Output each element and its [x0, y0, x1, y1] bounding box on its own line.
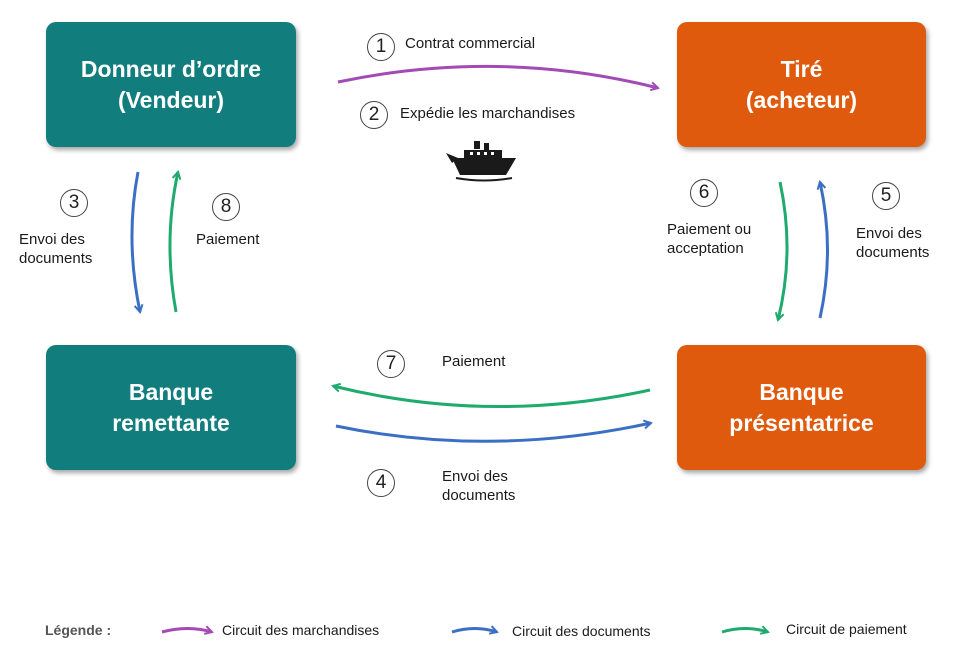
node-remitting-bank-line2: remettante [112, 409, 230, 436]
node-buyer-line2: (acheteur) [745, 86, 858, 113]
step-2-label: Expédie les marchandises [400, 105, 576, 122]
step-6-label-line1: Paiement ou [667, 221, 752, 238]
legend-goods-label: Circuit des marchandises [222, 622, 380, 638]
arrow-payment-to-presenting-bank [778, 181, 789, 320]
arrow-documents-to-remitting-bank [130, 171, 140, 312]
node-seller-line1: Donneur d’ordre [80, 55, 262, 82]
legend-documents-arrow [451, 629, 497, 633]
node-presenting-bank-line2: présentatrice [729, 409, 874, 436]
arrow-payment-to-seller [168, 172, 178, 313]
node-buyer: Tiré (acheteur) [677, 22, 926, 147]
legend-documents-label: Circuit des documents [512, 623, 651, 639]
step-6-label-line2: acceptation [667, 240, 744, 257]
step-1-number: 1 [367, 33, 395, 61]
legend-payment-label: Circuit de paiement [786, 621, 907, 637]
step-3-label-line1: Envoi des [19, 231, 85, 248]
step-3-number: 3 [60, 189, 88, 217]
step-8-number: 8 [212, 193, 240, 221]
step-5-label-line2: documents [856, 244, 930, 261]
step-6-number: 6 [690, 179, 718, 207]
step-2-number: 2 [360, 101, 388, 129]
step-7-label: Paiement [442, 353, 506, 370]
step-4-label-line2: documents [442, 487, 516, 504]
node-remitting-bank: Banque remettante [46, 345, 296, 470]
legend-title: Légende : [45, 622, 112, 638]
step-8-label: Paiement [196, 231, 260, 248]
step-5-number: 5 [872, 182, 900, 210]
arrow-contract [337, 64, 658, 88]
arrow-documents-to-buyer [820, 182, 829, 319]
step-1-label: Contrat commercial [405, 35, 536, 52]
step-4-label-line1: Envoi des [442, 468, 508, 485]
arrow-documents-to-presenting-bank [335, 423, 651, 443]
step-4-number: 4 [367, 469, 395, 497]
step-5-label-line1: Envoi des [856, 225, 922, 242]
legend-payment-arrow [721, 629, 768, 633]
cargo-ship-icon [446, 141, 516, 182]
step-3-label-line2: documents [19, 250, 93, 267]
node-presenting-bank-line1: Banque [759, 378, 844, 405]
step-7-number: 7 [377, 350, 405, 378]
node-remitting-bank-line1: Banque [128, 378, 214, 405]
node-buyer-line1: Tiré [780, 55, 823, 82]
arrow-payment-to-remitting-bank [333, 386, 651, 408]
node-seller-line2: (Vendeur) [117, 86, 225, 113]
legend-goods-arrow [161, 629, 212, 633]
node-seller: Donneur d’ordre (Vendeur) [46, 22, 296, 147]
node-presenting-bank: Banque présentatrice [677, 345, 926, 470]
